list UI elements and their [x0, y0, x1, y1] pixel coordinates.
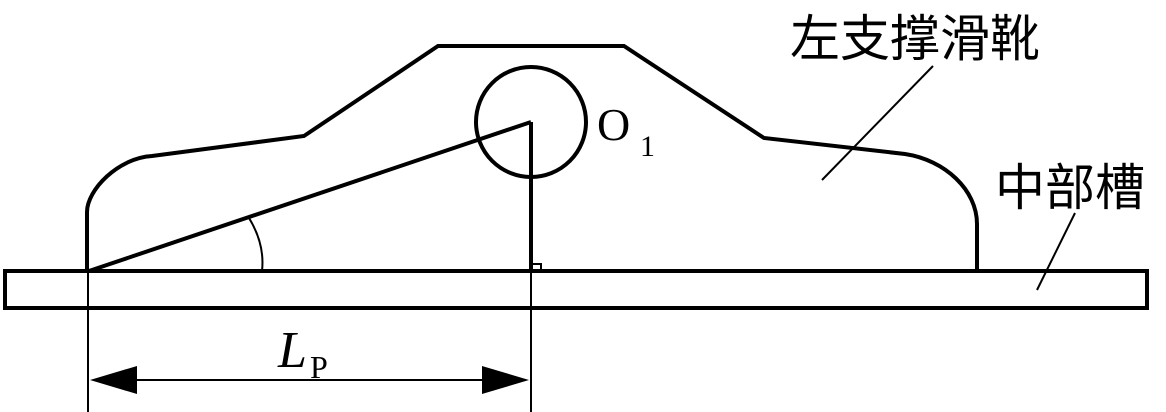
trough-label: 中部槽: [995, 159, 1145, 217]
right-angle-mark: [531, 263, 542, 271]
pivot-label: O: [597, 99, 630, 150]
slipper-outline: [85, 44, 979, 271]
trough-leader-line: [1036, 212, 1076, 291]
incline-line: [88, 120, 532, 273]
pivot-label-subscript: 1: [640, 130, 655, 163]
distance-label: L: [277, 322, 307, 379]
dimension-arrow-right: [482, 366, 529, 394]
slipper-leader-line: [821, 65, 934, 181]
middle-trough: [3, 269, 1149, 310]
distance-label-subscript: P: [310, 349, 328, 385]
angle-arc: [248, 217, 264, 272]
dimension-arrow-left: [90, 366, 137, 394]
slipper-label: 左支撑滑靴: [790, 10, 1040, 68]
